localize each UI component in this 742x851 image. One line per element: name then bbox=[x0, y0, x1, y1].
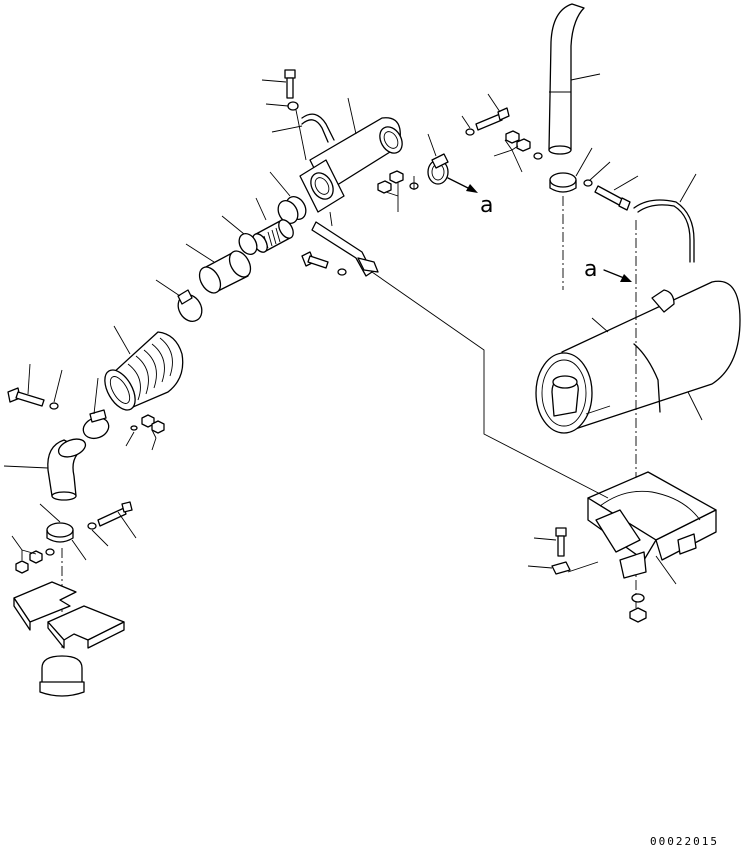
washer bbox=[337, 268, 347, 276]
leader-line bbox=[269, 171, 291, 197]
leader-line bbox=[527, 565, 553, 569]
leader-line bbox=[567, 561, 599, 573]
muffler-outlet-pipe bbox=[651, 289, 675, 313]
callout-arrow-a-detail bbox=[603, 269, 632, 282]
washer bbox=[465, 128, 475, 136]
leader-line bbox=[493, 139, 523, 173]
clamp-bolt bbox=[97, 501, 133, 527]
leader-line bbox=[11, 535, 37, 560]
leader-line bbox=[3, 465, 49, 469]
callout-arrow-a bbox=[447, 177, 478, 193]
bolt bbox=[475, 107, 510, 131]
leader-line bbox=[679, 173, 697, 203]
elbow-clamp bbox=[46, 522, 74, 543]
leader-line bbox=[117, 511, 137, 539]
muffler-support-bracket bbox=[587, 471, 717, 579]
stack-clamp-bolt bbox=[594, 185, 631, 211]
bolt bbox=[7, 387, 45, 407]
nut-pair bbox=[130, 414, 165, 434]
pipe-flange bbox=[299, 159, 345, 213]
seal-ring bbox=[277, 196, 307, 224]
hose-clamp bbox=[177, 289, 203, 322]
washer bbox=[631, 593, 645, 603]
flexible-bellows bbox=[104, 331, 184, 411]
leader-line bbox=[613, 175, 639, 191]
leader-line bbox=[575, 147, 593, 177]
nut-pair bbox=[15, 548, 55, 574]
exhaust-elbow bbox=[47, 438, 87, 501]
callout-label-a: a bbox=[480, 193, 493, 218]
leader-line bbox=[533, 537, 557, 541]
nut-pair bbox=[377, 170, 419, 194]
leader-line bbox=[655, 555, 677, 585]
leader-line bbox=[71, 539, 87, 561]
u-bolt-clamp bbox=[301, 113, 335, 143]
washer bbox=[287, 101, 299, 111]
leader-line bbox=[113, 325, 131, 355]
bracket-bolt bbox=[555, 527, 567, 557]
leader-line bbox=[329, 211, 333, 227]
stack-clamp bbox=[549, 172, 577, 193]
leader-line bbox=[261, 79, 287, 83]
leader-line bbox=[93, 377, 99, 415]
adapter-tube bbox=[198, 250, 252, 294]
washer bbox=[87, 522, 97, 530]
seal-ring bbox=[238, 233, 258, 255]
leader-line bbox=[185, 243, 215, 263]
band-clamp bbox=[427, 153, 449, 185]
leader-line bbox=[221, 215, 245, 235]
drawing-code: 00022015 bbox=[650, 835, 719, 848]
nut bbox=[629, 607, 647, 623]
leader-line bbox=[255, 197, 267, 221]
stack-clamp-washer bbox=[583, 179, 593, 187]
exhaust-cap bbox=[39, 655, 85, 697]
leader-line bbox=[295, 109, 307, 161]
leader-line bbox=[371, 271, 609, 499]
leader-line bbox=[125, 429, 157, 451]
leader-line bbox=[570, 73, 601, 81]
leader-line bbox=[155, 279, 181, 297]
lock-washer bbox=[551, 561, 571, 575]
spring-coupling bbox=[252, 219, 294, 253]
bolt bbox=[284, 69, 296, 99]
nut-pair bbox=[505, 130, 543, 160]
leader-line bbox=[427, 133, 437, 157]
muffler-strap bbox=[633, 199, 695, 413]
bracket-bolt bbox=[301, 251, 329, 269]
leader-line bbox=[27, 363, 31, 395]
leader-line bbox=[591, 317, 609, 333]
washer bbox=[49, 402, 59, 410]
leader-line bbox=[385, 176, 415, 212]
leader-line bbox=[589, 161, 611, 181]
leader-line bbox=[265, 103, 289, 107]
pipe-support-bracket bbox=[311, 221, 379, 277]
leader-line bbox=[53, 369, 63, 403]
leader-line bbox=[91, 529, 109, 547]
leader-line bbox=[461, 115, 471, 129]
leader-line bbox=[271, 125, 303, 133]
mounting-spacer-right bbox=[47, 605, 125, 649]
muffler-inlet-pipe bbox=[551, 375, 579, 417]
mounting-spacer-left bbox=[13, 581, 77, 631]
leader-line bbox=[347, 97, 357, 135]
leader-line bbox=[487, 93, 501, 113]
callout-label-a-detail: a bbox=[584, 257, 597, 282]
leader-line bbox=[687, 391, 703, 421]
leader-line bbox=[39, 503, 61, 523]
hose-clamp bbox=[82, 409, 110, 440]
exhaust-stack-pipe bbox=[548, 3, 585, 155]
